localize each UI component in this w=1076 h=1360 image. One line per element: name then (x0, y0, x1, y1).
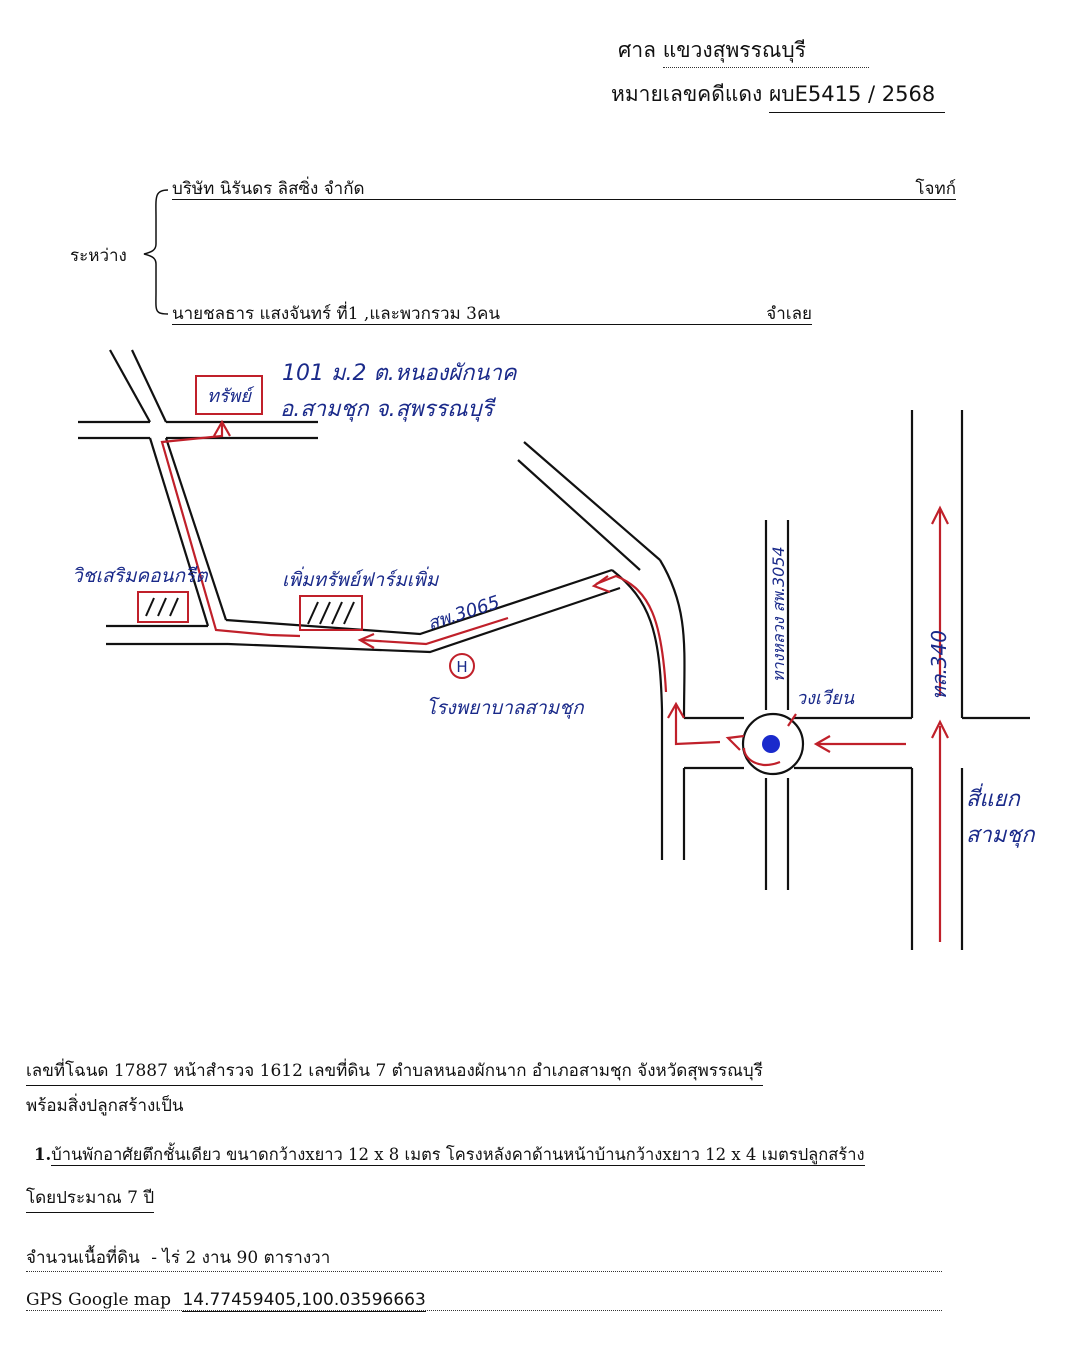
road-edge (131, 349, 167, 423)
construction-intro: พร้อมสิ่งปลูกสร้างเป็น (26, 1096, 184, 1116)
road-outlines (78, 349, 1030, 950)
landmark-left-label: วิชเสริมคอนกรีต (72, 565, 209, 587)
landmark-mid-box (299, 595, 363, 631)
defendant-role: จำเลย (766, 304, 812, 324)
gps-line: GPS Google map 14.77459405,100.03596663 (26, 1290, 942, 1312)
location-map: ทรัพย์ H 101 ม.2 ต.หนองผักนาค อ.สามชุก จ… (72, 349, 1036, 950)
plaintiff-line: บริษัท นิรันดร ลิสซิ่ง จำกัด โจทก์ (172, 175, 956, 200)
roundabout-ring (741, 712, 805, 776)
road-edge (109, 349, 151, 423)
defendant-name: นายชลธาร แสงจันทร์ ที่1 ,และพวกรวม 3คน (172, 304, 500, 324)
item-1-text: บ้านพักอาศัยตึกชั้นเดียว ขนาดกว้างxยาว 1… (51, 1145, 865, 1166)
plaintiff-name: บริษัท นิรันดร ลิสซิ่ง จำกัด (172, 179, 365, 199)
junction-label-1: สี่แยก (966, 783, 1021, 812)
hospital-icon (449, 653, 475, 679)
landmark-left-hatch (145, 597, 179, 617)
landmark-mid-hatch (307, 601, 355, 625)
address-line-2: อ.สามชุก จ.สุพรรณบุรี (280, 397, 497, 422)
landmark-left-box (137, 591, 189, 623)
deed-line: เลขที่โฉนด 17887 หน้าสำรวจ 1612 เลขที่ดิ… (26, 1057, 763, 1086)
junction-label-2: สามชุก (966, 823, 1036, 848)
area-line: จำนวนเนื้อที่ดิน - ไร่ 2 งาน 90 ตารางวา (26, 1244, 942, 1272)
case-label: หมายเลขคดีแดง (611, 82, 763, 106)
court-line: ศาล แขวงสุพรรณบุรี (618, 34, 869, 68)
road-diagonal-label: สพ.3065 (425, 592, 502, 635)
item-1-age: โดยประมาณ 7 ปี (26, 1184, 155, 1213)
hospital-label: โรงพยาบาลสามชุก (426, 696, 585, 719)
hospital-symbol: H (456, 658, 467, 676)
landmark-mid-label: เพิ่มทรัพย์ฟาร์มเพิ่ม (282, 566, 440, 591)
road-right-label: ทล.340 (927, 630, 951, 700)
gps-value: 14.77459405,100.03596663 (182, 1290, 426, 1312)
property-label: ทรัพย์ (207, 386, 255, 407)
property-box (195, 375, 263, 415)
between-label: ระหว่าง (70, 246, 127, 266)
case-number: ผบE5415 / 2568 (768, 78, 945, 113)
route-arrows (160, 419, 949, 942)
case-number-line: หมายเลขคดีแดง ผบE5415 / 2568 (611, 78, 945, 113)
item-1: 1.บ้านพักอาศัยตึกชั้นเดียว ขนาดกว้างxยาว… (34, 1142, 865, 1168)
court-label: ศาล (618, 38, 656, 62)
area-value: - ไร่ 2 งาน 90 ตารางวา (151, 1248, 331, 1268)
party-bracket (143, 189, 169, 315)
item-1-number: 1. (34, 1145, 52, 1164)
defendant-line: นายชลธาร แสงจันทร์ ที่1 ,และพวกรวม 3คน จ… (172, 300, 812, 325)
address-line-1: 101 ม.2 ต.หนองผักนาค (282, 361, 518, 386)
gps-label: GPS Google map (26, 1290, 172, 1310)
roundabout-center-dot (762, 735, 780, 753)
roundabout-label: วงเวียน (796, 688, 855, 709)
area-label: จำนวนเนื้อที่ดิน (26, 1248, 140, 1268)
road-vertical-mid-label: ทางหลวง สพ.3054 (769, 546, 788, 682)
court-value: แขวงสุพรรณบุรี (662, 34, 869, 68)
plaintiff-role: โจทก์ (915, 179, 956, 199)
